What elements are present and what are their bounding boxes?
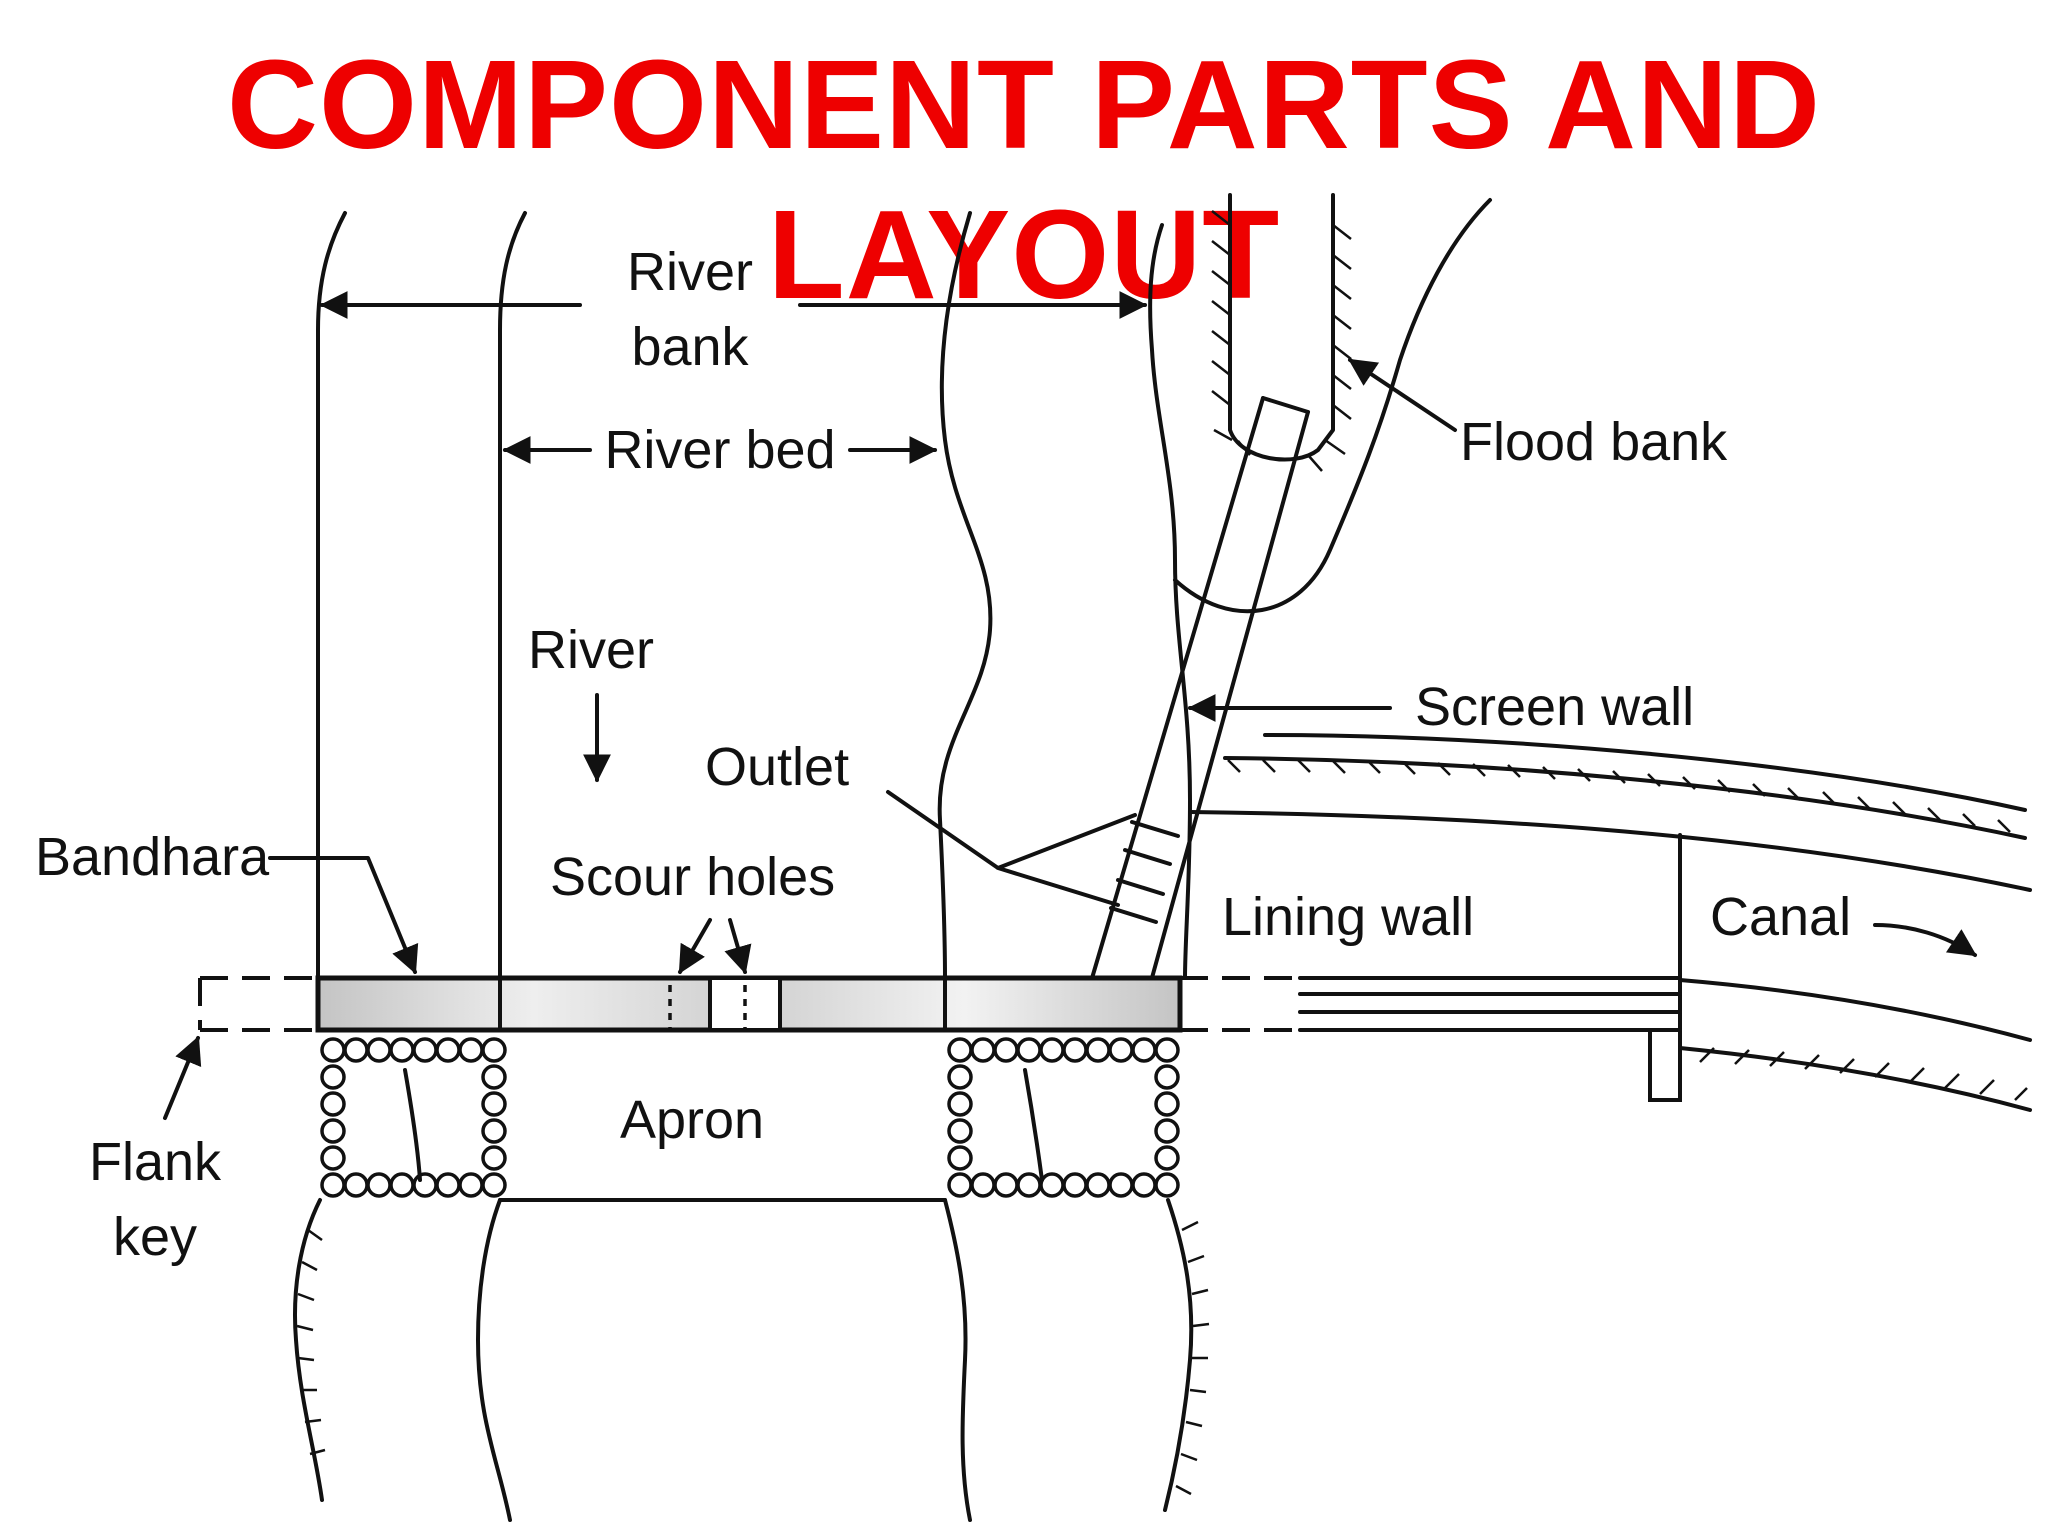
- scour-holes-pointer-right: [724, 918, 752, 975]
- label-screen-wall: Screen wall: [1415, 677, 1694, 737]
- downstream-left-hatching: [296, 1228, 326, 1456]
- downstream-left-inner-bank: [476, 1198, 512, 1522]
- canal-lower-line-b: [1678, 1046, 2032, 1112]
- outlet-pointer-lines: [886, 790, 1137, 907]
- label-apron: Apron: [620, 1090, 764, 1150]
- label-river-bank-line1: River: [627, 242, 753, 302]
- flood-bank-channel-left: [1228, 193, 1335, 462]
- bandhara-pointer: [268, 856, 419, 975]
- label-canal: Canal: [1710, 887, 1851, 947]
- label-flank-key-line1: Flank: [89, 1132, 222, 1192]
- screen-wall-line-b: [1148, 410, 1310, 987]
- scour-holes-pointer-left: [678, 918, 712, 975]
- outlet-slots: [1109, 820, 1180, 924]
- right-flank-key: [947, 1037, 1180, 1198]
- canal-lower-line-a: [1678, 978, 2032, 1042]
- flood-bank-hatching-left: [1211, 210, 1251, 456]
- label-river-bed: River bed: [604, 420, 835, 480]
- lining-wall-top-line: [1188, 810, 2032, 892]
- screen-wall-line-a: [1088, 396, 1265, 987]
- downstream-right-outer-bank: [1163, 1198, 1194, 1512]
- label-river-bank-line2: bank: [631, 317, 749, 377]
- label-lining-wall: Lining wall: [1222, 887, 1474, 947]
- downstream-right-inner-bank: [943, 1198, 972, 1522]
- downstream-left-outer-bank: [293, 1198, 324, 1502]
- river-bed-right-line: [937, 211, 993, 980]
- label-flank-key-line2: key: [113, 1207, 197, 1267]
- left-flank-key: [320, 1037, 507, 1198]
- flank-key-pointer: [163, 1035, 202, 1120]
- canal-wall-foot: [1648, 1028, 1682, 1102]
- canal-flow-arrow: [1873, 923, 1977, 957]
- flood-bank-pointer: [1348, 358, 1457, 432]
- downstream-right-hatching: [1175, 1220, 1210, 1496]
- screen-wall-top: [1261, 396, 1310, 414]
- right-bank-line: [1148, 223, 1192, 980]
- flood-bank-hatching-right: [1307, 224, 1352, 472]
- canal-upper-line-b: [1223, 756, 2027, 840]
- label-scour-holes: Scour holes: [550, 847, 835, 907]
- canal-upper-hatching: [1227, 759, 2011, 833]
- canal-lower-hatching: [1699, 1047, 2028, 1101]
- label-outlet: Outlet: [705, 737, 849, 797]
- label-bandhara: Bandhara: [35, 827, 270, 887]
- left-bank-line: [316, 211, 347, 980]
- canal-upper-line-a: [1263, 733, 2027, 812]
- slide-title: COMPONENT PARTS AND LAYOUT: [227, 34, 1821, 325]
- river-bed-left-line: [498, 211, 527, 980]
- label-flood-bank: Flood bank: [1460, 412, 1728, 472]
- flood-bank-outer-curve: [1173, 198, 1492, 614]
- label-river: River: [528, 620, 654, 680]
